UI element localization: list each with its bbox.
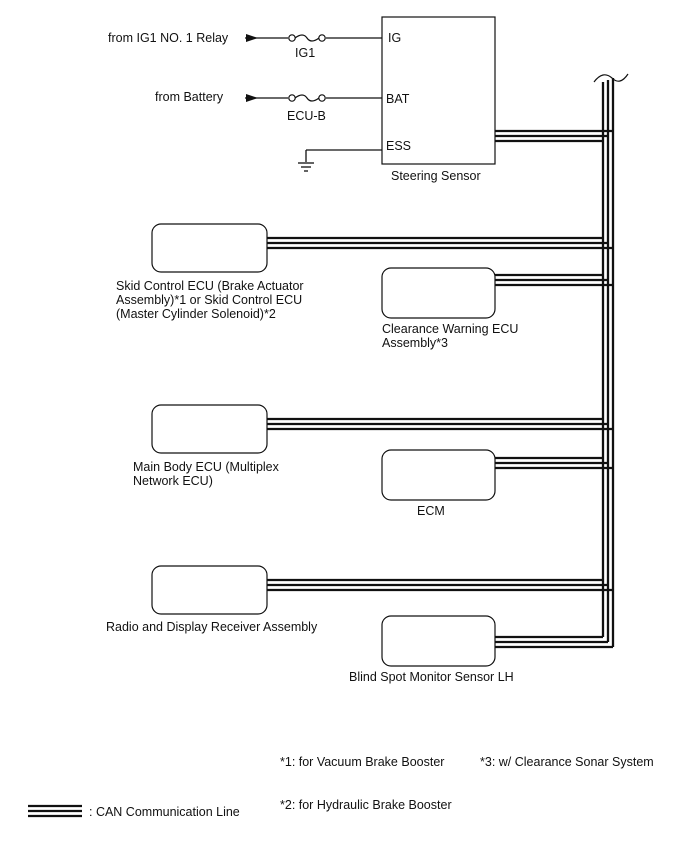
can-bus <box>267 73 629 649</box>
battery-input-line: from Battery <box>155 90 382 104</box>
skid-control-ecu-label-line3: (Master Cylinder Solenoid)*2 <box>116 307 276 321</box>
skid-control-ecu-label-line2: Assembly)*1 or Skid Control ECU <box>116 293 302 307</box>
ground-icon <box>298 149 382 172</box>
clearance-warning-ecu-label-line2: Assembly*3 <box>382 336 448 350</box>
blind-spot-monitor-label: Blind Spot Monitor Sensor LH <box>349 670 514 684</box>
clearance-warning-ecu-label-line1: Clearance Warning ECU <box>382 322 518 336</box>
radio-display-receiver-box <box>151 565 268 615</box>
ig1-fuse-label: IG1 <box>295 46 315 60</box>
steering-sensor-pin-ess: ESS <box>386 139 411 153</box>
main-body-ecu-label-line2: Network ECU) <box>133 474 213 488</box>
main-body-ecu-box <box>151 404 268 454</box>
note-2: *2: for Hydraulic Brake Booster <box>280 798 452 812</box>
steering-sensor-box <box>381 16 496 165</box>
battery-source-label: from Battery <box>155 90 224 104</box>
steering-sensor-label: Steering Sensor <box>391 169 481 183</box>
legend-can-line-label: : CAN Communication Line <box>89 805 240 819</box>
radio-display-receiver-label: Radio and Display Receiver Assembly <box>106 620 318 634</box>
steering-sensor-pin-ig: IG <box>388 31 401 45</box>
ecm-box <box>381 449 496 501</box>
ig1-input-line: from IG1 NO. 1 Relay <box>108 31 382 45</box>
skid-control-ecu-label-line1: Skid Control ECU (Brake Actuator <box>116 279 304 293</box>
main-body-ecu-label-line1: Main Body ECU (Multiplex <box>133 460 280 474</box>
steering-sensor-pin-bat: BAT <box>386 92 410 106</box>
legend-can-line-icon <box>28 804 82 818</box>
ecu-b-fuse-icon <box>288 94 326 102</box>
note-3: *3: w/ Clearance Sonar System <box>480 755 654 769</box>
blind-spot-monitor-box <box>381 615 496 667</box>
ig1-fuse-icon <box>288 34 326 42</box>
ecm-label: ECM <box>417 504 445 518</box>
clearance-warning-ecu-box <box>381 267 496 319</box>
ig1-relay-source-label: from IG1 NO. 1 Relay <box>108 31 229 45</box>
note-1: *1: for Vacuum Brake Booster <box>280 755 444 769</box>
skid-control-ecu-box <box>151 223 268 273</box>
ecu-b-fuse-label: ECU-B <box>287 109 326 123</box>
